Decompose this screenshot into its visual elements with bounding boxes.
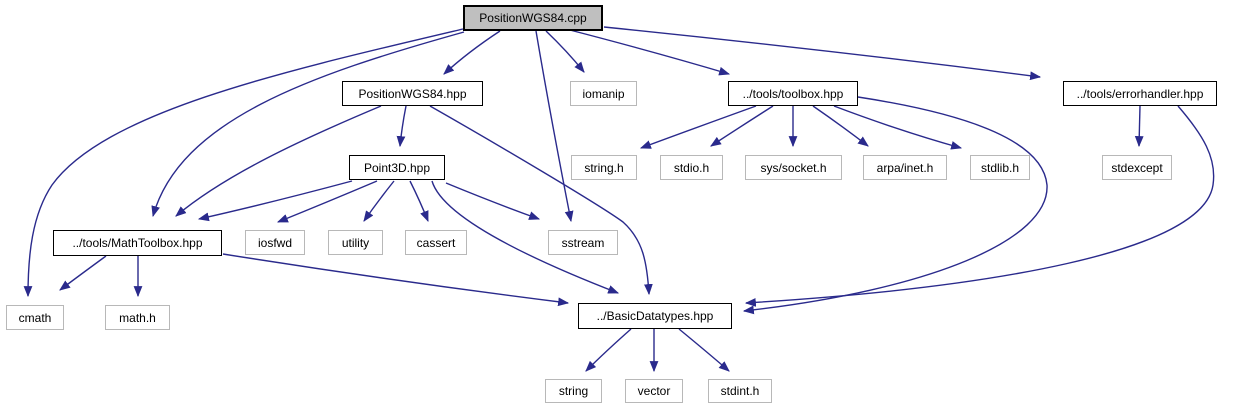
edge-toolbox-to-arpa-inet-h bbox=[812, 105, 869, 147]
node-vector: vector bbox=[625, 379, 683, 403]
edge-point3d-to-cassert bbox=[409, 180, 429, 223]
node-stdlib-h: stdlib.h bbox=[970, 155, 1030, 180]
edge-hpp-to-point3d bbox=[396, 105, 407, 148]
edge-cpp-to-mathtoolbox bbox=[151, 31, 465, 218]
edge-errorhandler-to-basicdatatypes bbox=[744, 105, 1215, 307]
edge-toolbox-to-stdio-h bbox=[710, 105, 774, 147]
node-sstream: sstream bbox=[548, 230, 618, 255]
node-sys-socket-h: sys/socket.h bbox=[745, 155, 842, 180]
edge-point3d-to-iosfwd bbox=[276, 180, 378, 223]
edge-mathtoolbox-to-basicdatatypes bbox=[222, 253, 570, 307]
node-tools-toolbox-hpp[interactable]: ../tools/toolbox.hpp bbox=[728, 81, 858, 106]
node-positionwgs84-cpp: PositionWGS84.cpp bbox=[463, 5, 603, 31]
node-positionwgs84-hpp[interactable]: PositionWGS84.hpp bbox=[342, 81, 483, 106]
edge-point3d-to-utility bbox=[363, 180, 395, 222]
node-stdint-h: stdint.h bbox=[708, 379, 772, 403]
node-tools-errorhandler-hpp[interactable]: ../tools/errorhandler.hpp bbox=[1063, 81, 1217, 106]
edge-hpp-to-mathtoolbox bbox=[175, 105, 382, 217]
edge-cpp-to-iomanip bbox=[545, 30, 585, 73]
edge-hpp-to-basicdatatypes bbox=[429, 105, 653, 296]
edge-point3d-to-basicdatatypes bbox=[431, 180, 620, 294]
node-point3d-hpp[interactable]: Point3D.hpp bbox=[349, 155, 445, 180]
node-stdexcept: stdexcept bbox=[1102, 155, 1172, 180]
node-utility: utility bbox=[328, 230, 383, 255]
edge-basicdatatypes-to-stdint-h bbox=[678, 328, 730, 372]
node-cassert: cassert bbox=[405, 230, 467, 255]
edge-toolbox-to-basicdatatypes bbox=[742, 96, 1048, 315]
edge-errorhandler-to-stdexcept bbox=[1134, 105, 1144, 148]
node-iosfwd: iosfwd bbox=[245, 230, 305, 255]
edge-mathtoolbox-to-cmath bbox=[59, 255, 107, 291]
edge-cpp-to-toolbox bbox=[565, 28, 731, 76]
edge-cpp-to-cmath bbox=[23, 28, 464, 298]
edge-toolbox-to-stdlib-h bbox=[833, 105, 963, 150]
node-string: string bbox=[545, 379, 602, 403]
edge-point3d-to-mathtoolbox bbox=[197, 180, 353, 222]
node-cmath: cmath bbox=[6, 305, 64, 330]
edge-cpp-to-sstream bbox=[535, 30, 574, 223]
node-stdio-h: stdio.h bbox=[660, 155, 723, 180]
node-math-h: math.h bbox=[105, 305, 170, 330]
node-tools-mathtoolbox-hpp[interactable]: ../tools/MathToolbox.hpp bbox=[53, 230, 222, 256]
node-basicdatatypes-hpp[interactable]: ../BasicDatatypes.hpp bbox=[578, 303, 732, 329]
node-string-h: string.h bbox=[571, 155, 637, 180]
node-arpa-inet-h: arpa/inet.h bbox=[863, 155, 947, 180]
edge-cpp-to-errorhandler bbox=[603, 26, 1042, 81]
edge-basicdatatypes-to-string bbox=[585, 328, 632, 372]
edge-toolbox-to-string-h bbox=[639, 105, 757, 149]
node-iomanip: iomanip bbox=[570, 81, 637, 106]
edge-point3d-to-sstream bbox=[445, 182, 541, 220]
edge-cpp-to-hpp bbox=[443, 30, 501, 75]
